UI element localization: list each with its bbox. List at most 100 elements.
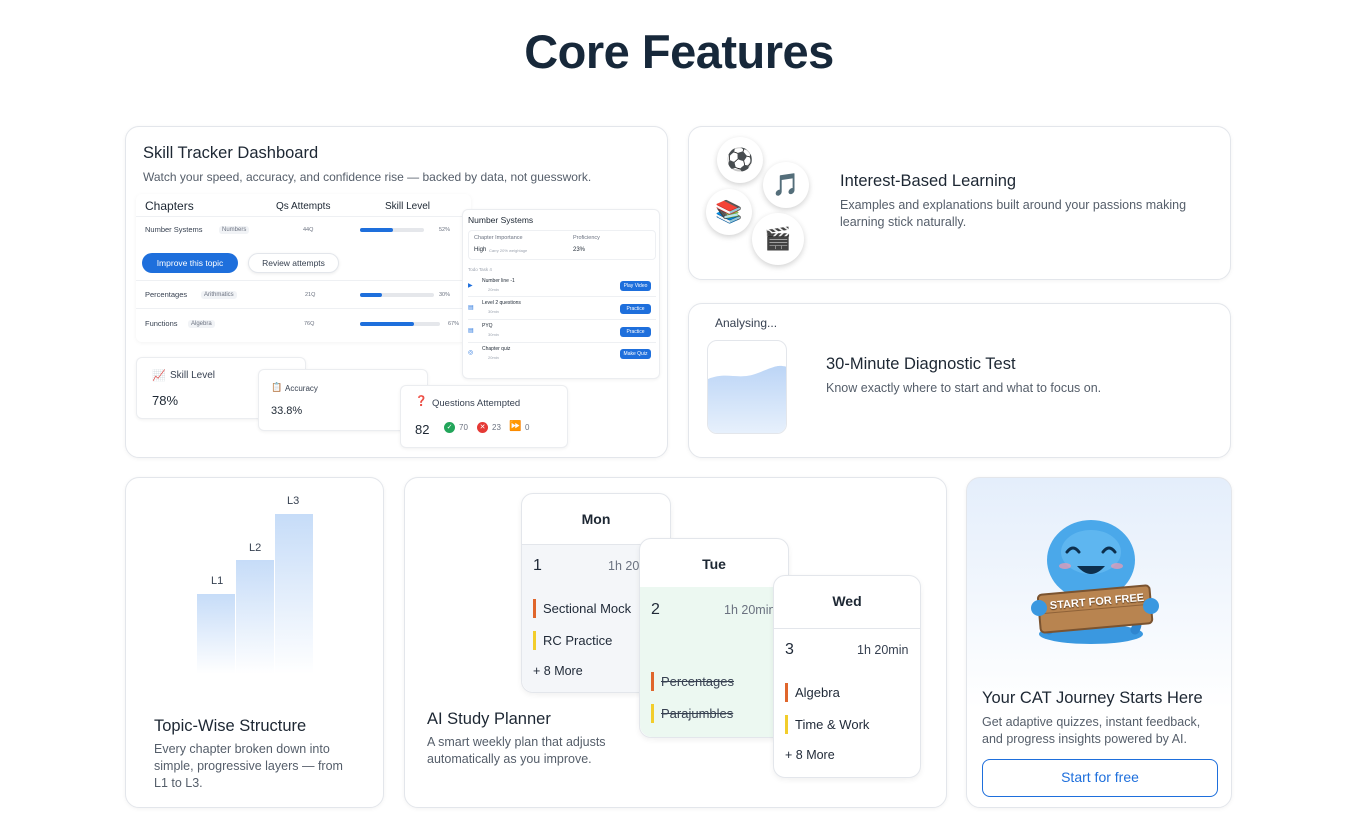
accuracy-label: Accuracy [285, 384, 318, 393]
topic-structure-card: L1 L2 L3 Topic-Wise Structure Every chap… [125, 477, 384, 808]
skill-tracker-title: Skill Tracker Dashboard [143, 144, 319, 162]
day-duration: 1h 20min [724, 603, 776, 617]
wrong-icon: ✕ [477, 422, 488, 433]
planner-desc: A smart weekly plan that adjusts automat… [427, 735, 606, 766]
topic-title: Topic-Wise Structure [154, 717, 307, 735]
wrong-count: 23 [492, 423, 501, 432]
row-name: Number Systems [145, 225, 203, 234]
mascot-image: START FOR FREE [1027, 512, 1167, 647]
accuracy-value: 33.8% [271, 405, 303, 417]
task-icon: ▤ [468, 328, 474, 334]
row-level-bar [360, 228, 424, 232]
row-attempts: 21Q [305, 292, 316, 298]
cta-title: Your CAT Journey Starts Here [982, 689, 1203, 707]
interest-desc: Examples and explanations built around y… [840, 198, 1187, 229]
panel-title: Number Systems [468, 215, 534, 225]
table-row[interactable]: Percentages Arithmatics 21Q 30% [136, 280, 471, 308]
music-note-icon: 🎵 [763, 162, 809, 208]
task-time: 30min [488, 332, 499, 337]
questions-stat: ❓ Questions Attempted 82 ✓ 70 ✕ 23 ⏩ 0 [400, 385, 568, 448]
start-free-button[interactable]: Start for free [982, 759, 1218, 797]
questions-label: Questions Attempted [432, 398, 521, 409]
task-time: 30min [488, 309, 499, 314]
task-item: Parajumbles [651, 704, 733, 723]
level-label-l3: L3 [287, 495, 300, 507]
col-chapters: Chapters [145, 199, 194, 213]
row-pct: 30% [439, 292, 451, 298]
importance-box: Chapter Importance High Carry 20% weight… [468, 230, 656, 260]
row-level-bar [360, 322, 440, 326]
skill-level-label: Skill Level [170, 370, 216, 381]
clapperboard-icon: 🎬 [752, 213, 804, 265]
page-title: Core Features [524, 25, 834, 78]
day-card-tue[interactable]: Tue 2 1h 20min Percentages Parajumbles [639, 538, 789, 738]
row-pct: 52% [439, 227, 451, 233]
planner-title: AI Study Planner [427, 710, 551, 728]
question-icon: ❓ [415, 396, 428, 407]
skip-icon: ⏩ [509, 421, 522, 432]
task-row[interactable]: ▤ Level 2 questions 30min Practice [468, 298, 656, 320]
study-planner-card: Mon 1 1h 20 Sectional Mock RC Practice +… [404, 477, 947, 808]
make-quiz-button[interactable]: Make Quiz [620, 349, 651, 359]
task-item: RC Practice [533, 631, 612, 650]
topic-desc: Every chapter broken down into simple, p… [154, 742, 343, 790]
day-number: 2 [651, 601, 660, 618]
practice-button[interactable]: Practice [620, 304, 651, 314]
day-body: 3 1h 20min Algebra Time & Work + 8 More [774, 628, 920, 777]
day-number: 1 [533, 557, 542, 574]
diagnostic-test-card: Analysing... 30-Minute Diagnostic Test K… [688, 303, 1231, 458]
diagnostic-title: 30-Minute Diagnostic Test [826, 355, 1016, 373]
task-time: 20min [488, 355, 499, 360]
day-duration: 1h 20 [608, 559, 640, 573]
task-item: Time & Work [785, 715, 869, 734]
skill-tracker-card: Skill Tracker Dashboard Watch your speed… [125, 126, 668, 458]
importance-note: Carry 20% weightage [489, 248, 528, 253]
chapters-table: Chapters Qs Attempts Skill Level Number … [136, 194, 471, 342]
table-row[interactable]: Functions Algebra 76Q 67% [136, 308, 471, 338]
row-attempts: 44Q [303, 227, 314, 233]
more-tasks[interactable]: + 8 More [785, 748, 835, 762]
books-icon: 📚 [706, 189, 752, 235]
task-name: Number line -1 [482, 278, 515, 284]
review-attempts-button[interactable]: Review attempts [248, 253, 339, 273]
task-icon: ◎ [468, 350, 474, 356]
importance-value: High [474, 247, 487, 253]
table-row[interactable]: Number Systems Numbers 44Q 52% [136, 216, 471, 242]
row-tag: Algebra [188, 320, 215, 328]
skill-tracker-desc: Watch your speed, accuracy, and confiden… [143, 170, 592, 184]
cta-desc: Get adaptive quizzes, instant feedback, … [982, 715, 1201, 746]
row-attempts: 76Q [304, 321, 315, 327]
row-level-bar [360, 293, 434, 297]
day-label: Mon [581, 511, 611, 527]
day-card-wed[interactable]: Wed 3 1h 20min Algebra Time & Work + 8 M… [773, 575, 921, 778]
task-item: Algebra [785, 683, 840, 702]
task-row[interactable]: ▶ Number line -1 20min Play Video [468, 276, 656, 297]
practice-button[interactable]: Practice [620, 327, 651, 337]
importance-label: Chapter Importance [474, 235, 523, 241]
analysing-status: Analysing... [715, 316, 778, 330]
task-name: Chapter quiz [482, 346, 511, 352]
task-row[interactable]: ◎ Chapter quiz 20min Make Quiz [468, 344, 656, 366]
day-label: Wed [832, 593, 862, 609]
correct-icon: ✓ [444, 422, 455, 433]
topic-detail-panel: Number Systems Chapter Importance High C… [462, 209, 660, 379]
chart-icon: 📈 [152, 370, 166, 382]
questions-value: 82 [415, 422, 430, 437]
play-video-button[interactable]: Play Video [620, 281, 651, 291]
row-tag: Numbers [219, 226, 250, 234]
more-tasks[interactable]: + 8 More [533, 664, 583, 678]
tasks-label: Todo Task 4 [468, 267, 492, 272]
proficiency-label: Proficiency [573, 235, 600, 241]
task-icon: ▶ [468, 283, 473, 289]
analysing-wave [707, 340, 787, 434]
level-label-l2: L2 [249, 542, 262, 554]
improve-topic-button[interactable]: Improve this topic [142, 253, 238, 273]
skill-level-value: 78% [152, 393, 179, 408]
row-name: Percentages [145, 290, 188, 299]
skipped-count: 0 [525, 423, 530, 432]
row-pct: 67% [448, 321, 460, 327]
clipboard-icon: 📋 [271, 382, 283, 392]
task-row[interactable]: ▤ PYQ 30min Practice [468, 321, 656, 343]
row-name: Functions [145, 319, 178, 328]
task-name: Level 2 questions [482, 300, 521, 306]
